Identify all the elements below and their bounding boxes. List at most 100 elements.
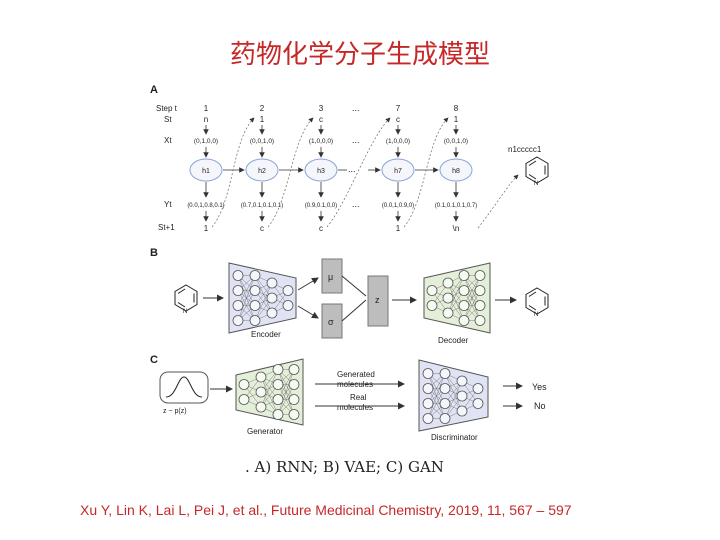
hidden-state-label: h1	[202, 168, 210, 175]
network-node	[442, 292, 454, 304]
network-node	[439, 398, 451, 409]
rnn-step: 21(0,0,1,0)h2(0.7,0.1,0.1,0.1)c	[241, 104, 314, 233]
z-box	[367, 275, 389, 327]
network-node	[439, 383, 451, 394]
network-edge	[463, 290, 481, 321]
ellipsis-y: ...	[352, 199, 360, 209]
step-output-vector: (0.9,0.1,0,0)	[305, 203, 337, 209]
network-node	[474, 285, 486, 296]
network-edge	[237, 290, 256, 321]
network-edge	[260, 369, 279, 408]
network-node	[249, 300, 261, 311]
network-node	[272, 394, 284, 405]
network-node	[288, 364, 300, 375]
step-input-token: 1	[260, 115, 265, 124]
network-edge	[447, 275, 465, 314]
mu-label: μ	[328, 272, 333, 282]
step-output-vector: (0.0,1,0.9,0)	[382, 203, 414, 209]
hidden-state-label: h2	[258, 168, 266, 175]
network-edge	[427, 373, 446, 419]
pyridine-b-in: N	[174, 284, 198, 315]
feedback-arrow	[267, 117, 314, 228]
network-node	[456, 405, 468, 417]
real-label: Real	[350, 393, 367, 402]
network-node	[255, 386, 267, 398]
line-sigma-z	[341, 299, 367, 322]
step-input-token: 1	[454, 115, 459, 124]
network-node	[458, 315, 470, 326]
panel-a-label: A	[150, 84, 158, 96]
step-output-vector: (0.0,1,0.8,0.1)	[187, 203, 224, 209]
network-node	[472, 398, 484, 409]
network-node	[472, 383, 484, 394]
network-node	[249, 315, 261, 326]
network-edge	[237, 275, 256, 321]
real-label-2: molecules	[337, 403, 373, 412]
network-node	[474, 300, 486, 311]
network-edge	[237, 275, 256, 306]
step-number: 2	[260, 104, 265, 113]
hidden-state-node	[189, 158, 223, 182]
network-node	[288, 394, 300, 405]
step-input-vector: (0,1,0,0)	[194, 138, 218, 145]
rnn-step: 81(0,0,1,0)h8(0.1,0.1,0.1,0.7)\n	[435, 104, 519, 233]
hidden-state-node	[381, 158, 415, 182]
hidden-state-label: h3	[317, 168, 325, 175]
arrow-b-mu	[297, 277, 319, 291]
gaussian-curve	[165, 376, 203, 398]
network-node	[474, 315, 486, 326]
network-node	[422, 413, 434, 424]
network-node	[266, 277, 278, 289]
no-label: No	[534, 401, 546, 411]
hidden-state-node	[439, 158, 473, 182]
network-node	[422, 368, 434, 379]
network-node	[458, 300, 470, 311]
feedback-arrow	[403, 117, 449, 228]
network-node	[458, 285, 470, 296]
rnn-step: 1n(0,1,0,0)h1(0.0,1,0.8,0.1)1	[187, 104, 255, 233]
network-node	[456, 390, 468, 402]
step-output-token: c	[319, 224, 323, 233]
decoder-shape	[423, 262, 491, 334]
network-node	[426, 285, 438, 296]
sigma-label: σ	[328, 317, 334, 327]
encoder-shape	[228, 262, 297, 334]
discriminator-shape	[418, 359, 489, 432]
generated-label: Generated	[337, 370, 375, 379]
step-input-vector: (1,0,0,0)	[309, 138, 333, 145]
network-node	[282, 300, 294, 311]
encoder-network	[232, 270, 294, 326]
smiles-label: n1ccccc1	[508, 145, 542, 154]
feedback-arrow	[211, 117, 255, 228]
ellipsis-step: ...	[352, 103, 360, 113]
line-mu-z	[341, 275, 367, 297]
yes-label: Yes	[532, 382, 547, 392]
generator-network	[238, 364, 300, 420]
ellipsis-h: ...	[348, 164, 356, 174]
discriminator-network	[422, 368, 484, 424]
step-input-vector: (0,0,1,0)	[444, 138, 468, 145]
panel-c-label: C	[150, 354, 158, 366]
generator-shape	[235, 358, 304, 426]
network-node	[439, 413, 451, 424]
network-node	[426, 300, 438, 311]
step-number: 1	[204, 104, 209, 113]
figure-caption: . A) RNN; B) VAE; C) GAN	[245, 458, 444, 476]
row-label-step: Step t	[156, 104, 178, 113]
network-node	[288, 409, 300, 420]
step-input-token: n	[204, 115, 208, 124]
step-output-vector: (0.1,0.1,0.1,0.7)	[435, 203, 477, 209]
step-input-vector: (1,0,0,0)	[386, 138, 410, 145]
network-node	[249, 270, 261, 281]
noise-label: z ~ p(z)	[163, 408, 187, 415]
network-edge	[427, 388, 446, 419]
network-node	[266, 307, 278, 319]
hidden-state-label: h8	[452, 168, 460, 175]
step-output-vector: (0.7,0.1,0.1,0.1)	[241, 203, 283, 209]
step-number: 8	[454, 104, 459, 113]
network-node	[238, 379, 250, 390]
feedback-arrow	[326, 117, 391, 228]
network-node	[272, 409, 284, 420]
network-edge	[444, 380, 463, 419]
step-output-token: c	[260, 224, 264, 233]
